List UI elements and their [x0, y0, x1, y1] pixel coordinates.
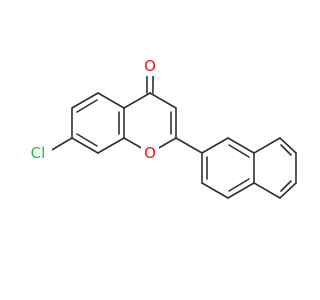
- bond: [49, 137, 73, 152]
- bond: [123, 92, 151, 109]
- label-mask: [141, 143, 159, 163]
- bond-inner: [280, 144, 292, 156]
- bond: [227, 182, 255, 199]
- bond: [279, 182, 297, 199]
- bond: [253, 182, 281, 199]
- bonds-group: [49, 67, 297, 199]
- atom-chlorine: Cl: [31, 144, 46, 162]
- bond-inner: [76, 133, 98, 147]
- bond: [253, 137, 281, 154]
- bond-inner: [76, 99, 98, 113]
- molecule-structure-diagram: O O Cl: [26, 56, 297, 199]
- bond: [175, 137, 203, 154]
- bond: [227, 137, 255, 154]
- bond: [201, 137, 229, 154]
- bond-inner: [280, 180, 292, 192]
- bond: [71, 92, 99, 109]
- label-mask: [26, 143, 52, 163]
- bond: [201, 182, 229, 199]
- bond-inner: [228, 178, 250, 192]
- bond: [71, 137, 99, 154]
- bond-inner: [228, 144, 250, 158]
- atom-oxygen-ring: O: [144, 144, 156, 162]
- atom-labels-group: O O Cl: [26, 56, 159, 163]
- bond: [97, 137, 125, 154]
- bond: [149, 92, 177, 109]
- atom-oxygen-carbonyl: O: [144, 57, 156, 75]
- label-mask: [141, 56, 159, 76]
- bond: [279, 137, 297, 154]
- bond: [97, 92, 125, 109]
